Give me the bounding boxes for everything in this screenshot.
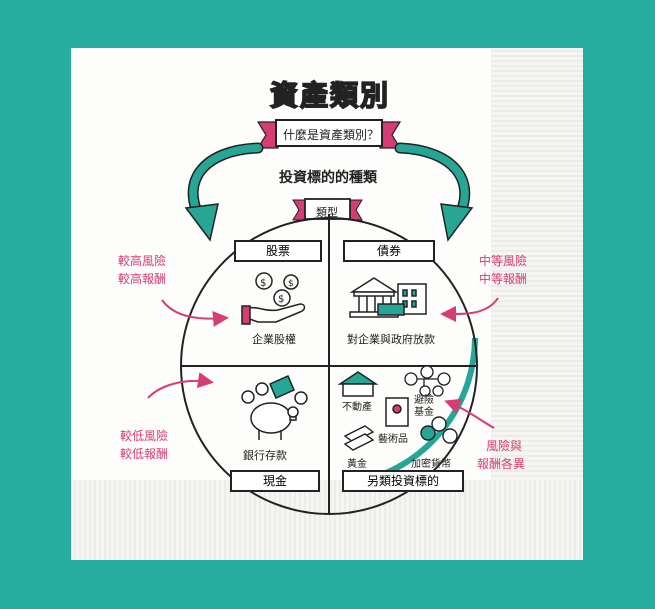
stocks-heading: 股票 [234,240,322,262]
stocks-risk-line1: 較高風險 [118,254,167,268]
painting-icon [385,397,409,427]
cash-heading: 現金 [230,470,320,492]
piggy-bank-icon [241,375,308,440]
question-banner [256,119,402,149]
bank-icon [349,277,427,318]
subtitle: 投資標的的種類 [279,170,377,186]
network-coins-icon [404,365,451,397]
alt-item-hedge-fund: 避險基金 [414,395,434,418]
alt-item-art: 藝術品 [378,434,408,445]
alt-item-real-estate: 不動產 [342,402,372,413]
cash-risk-line2: 較低報酬 [120,447,169,461]
type-label: 類型 [316,206,338,219]
svg-text:$: $ [278,294,284,305]
pink-arrows [147,297,499,429]
napkin-embossed-edge-right [491,48,583,560]
alternatives-heading: 另類投資標的 [342,470,464,492]
gold-bars-icon [343,425,375,451]
bonds-risk-line1: 中等風險 [479,254,528,268]
bonds-heading: 債券 [343,240,435,262]
napkin-embossed-edge-bottom [71,480,583,560]
question-label: 什麼是資產類別？ [283,128,380,142]
alt-item-gold: 黃金 [347,459,367,470]
svg-text:$: $ [288,279,294,289]
cash-caption: 銀行存款 [243,449,287,462]
bonds-caption: 對企業與政府放款 [347,333,435,346]
page-title: 資產類別 [269,78,391,113]
crypto-coins-icon [420,416,458,444]
stocks-risk-line2: 較高報酬 [118,272,167,286]
bonds-risk-line2: 中等報酬 [479,272,528,286]
curved-arrow-icon [184,142,474,242]
alt-item-crypto: 加密貨幣 [411,459,451,470]
house-icon [337,371,379,397]
svg-text:$: $ [260,278,266,289]
type-banner [292,198,363,221]
stocks-caption: 企業股權 [252,333,296,346]
cash-risk-line1: 較低風險 [120,429,169,443]
alternatives-risk-line2: 報酬各異 [477,457,526,471]
coins-hand-icon: $ $ $ [241,272,306,325]
alternatives-risk-line1: 風險與 [485,439,522,453]
